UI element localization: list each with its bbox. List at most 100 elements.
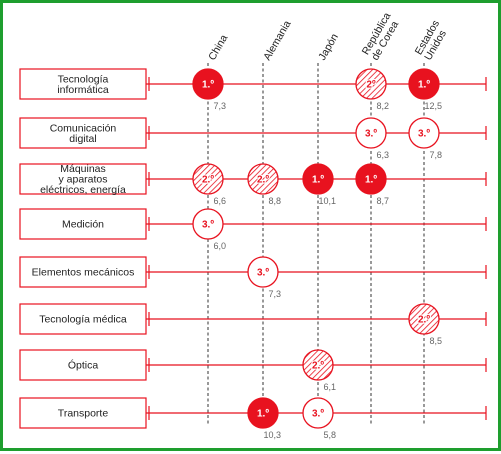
rank-circle-solid [247,397,279,429]
row-label-box [19,256,147,288]
rank-circle-outline [408,117,440,149]
rank-label: 3.º [418,129,430,140]
rank-label: 2.º [257,175,269,186]
row-label-text: informática [57,84,109,96]
rank-mark-maquinas-alemania: 2.º8,8 [247,163,281,206]
column-header-china: China [206,33,230,63]
column-header-japon: Japón [316,32,341,63]
row-label-box [19,349,147,381]
rank-mark-maquinas-china: 2.º 6,6 [192,163,226,206]
rank-circle-solid [192,68,224,100]
row-label-text: Tecnología médica [39,314,127,326]
row-label-box [19,303,147,335]
column-header-text: Alemania [261,18,293,62]
rank-label: 3.º [312,409,324,420]
rank-circle-hatched [355,68,387,100]
row-label-box [19,163,147,195]
row-label-text: Comunicación [50,122,117,134]
rank-value: 8,7 [376,196,389,206]
ranking-marks: 1.º7,32º8,21.º12,53.º6,33.º7,82.º6,62.º8… [192,68,442,440]
rank-value: 7,3 [268,289,281,299]
row-label-text: y aparatos [58,174,107,186]
rank-circle-outline [355,117,387,149]
rank-mark-maquinas-japon: 1.º 10,1 [302,163,336,206]
rank-label: 3.º [202,220,214,231]
row-label-box [19,68,147,100]
column-header-text: China [206,33,230,63]
rank-value: 12,5 [424,101,442,111]
ranking-diagram: TecnologíainformáticaComunicacióndigital… [19,10,487,440]
rank-mark-transporte-alemania: 1.º 10,3 [247,397,281,440]
rank-label: 2.º [418,315,430,326]
row-label-text: Máquinas [60,163,106,175]
rank-label: 2.º [202,175,214,186]
row-label-elementos-mecanicos: Elementos mecánicos [19,256,147,288]
row-labels: TecnologíainformáticaComunicacióndigital… [19,68,147,429]
rank-circle-solid [355,163,387,195]
rank-mark-medicion-china: 3.º 6,0 [192,208,226,251]
rank-mark-tecnologia-informatica-corea: 2º8,2 [355,68,389,111]
rank-mark-optica-japon: 2.º 6,1 [302,349,336,392]
rank-circle-hatched [192,163,224,195]
rank-value: 6,1 [323,382,336,392]
rank-circle-outline [192,208,224,240]
rank-value: 7,3 [213,101,226,111]
column-header-text: Japón [316,32,341,63]
rank-circle-hatched [302,349,334,381]
rank-mark-tecnologia-informatica-eeuu: 1.º 12,5 [408,68,442,111]
rank-value: 8,5 [429,336,442,346]
rank-value: 7,8 [429,150,442,160]
rank-mark-comunicacion-digital-corea: 3.º 6,3 [355,117,389,160]
rank-value: 10,1 [318,196,336,206]
rank-label: 2º [366,80,376,91]
row-label-text: Transporte [58,408,109,420]
rank-mark-tecnologia-medica-eeuu: 2.º 8,5 [408,303,442,346]
rank-value: 8,2 [376,101,389,111]
row-label-box [19,117,147,149]
rank-mark-elementos-mecanicos-alemania: 3.º 7,3 [247,256,281,299]
row-label-optica: Óptica [19,349,147,381]
row-label-tecnologia-medica: Tecnología médica [19,303,147,335]
column-header-alemania: Alemania [261,18,293,62]
row-label-text: Óptica [68,359,99,372]
row-label-box [19,397,147,429]
rank-mark-tecnologia-informatica-china: 1.º 7,3 [192,68,226,111]
rank-circle-outline [302,397,334,429]
rank-label: 1.º [257,409,269,420]
row-label-transporte: Transporte [19,397,147,429]
rank-label: 3.º [257,268,269,279]
rank-value: 10,3 [263,430,281,440]
rank-label: 1.º [418,80,430,91]
row-label-text: digital [69,133,96,145]
rank-mark-maquinas-corea: 1.º 8,7 [355,163,389,206]
rank-label: 1.º [202,80,214,91]
rank-circle-hatched [408,303,440,335]
rank-circle-solid [302,163,334,195]
rank-label: 2.º [312,361,324,372]
row-label-text: Tecnología [58,73,109,85]
rank-mark-comunicacion-digital-eeuu: 3.º 7,8 [408,117,442,160]
rank-label: 1.º [312,175,324,186]
rank-circle-hatched [247,163,279,195]
row-label-medicion: Medición [19,208,147,240]
row-label-text: Elementos mecánicos [32,267,135,279]
rank-label: 1.º [365,175,377,186]
row-label-text: Medición [62,219,104,231]
row-label-box [19,208,147,240]
rank-circle-outline [247,256,279,288]
rank-value: 6,3 [376,150,389,160]
rank-label: 3.º [365,129,377,140]
rank-mark-transporte-japon: 3.º 5,8 [302,397,336,440]
rank-circle-solid [408,68,440,100]
rank-value: 5,8 [323,430,336,440]
row-label-text: eléctricos, energía [40,184,126,196]
rank-value: 6,0 [213,241,226,251]
rank-value: 6,6 [213,196,226,206]
